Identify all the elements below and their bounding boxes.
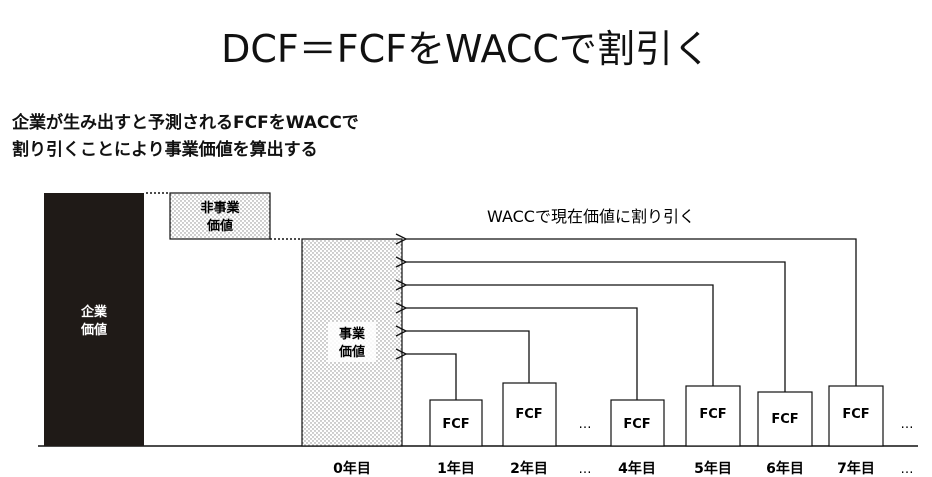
enterprise-value-label-2: 価値	[80, 322, 107, 338]
subtitle-line-2: 割り引くことにより事業価値を算出する	[12, 140, 318, 160]
discount-arrow-year-6	[406, 262, 786, 392]
fcf-ellipsis-middle: …	[579, 417, 592, 432]
non-business-value-label-2: 価値	[206, 218, 233, 234]
year-label-5: 5年目	[694, 460, 732, 477]
discount-arrow-year-1	[406, 354, 457, 400]
non-business-value-label-1: 非事業	[200, 200, 240, 216]
year-label-7: 7年目	[837, 460, 875, 477]
fcf-box-year-6: FCF	[757, 391, 813, 447]
fcf-label-year-2: FCF	[515, 407, 542, 422]
discount-arrow-year-5	[406, 285, 714, 386]
fcf-box-year-1: FCF	[429, 399, 483, 447]
discount-arrow-year-7	[406, 239, 857, 386]
business-value-label-2: 価値	[338, 344, 365, 360]
year-label-2: 2年目	[510, 460, 548, 477]
non-business-value-box	[169, 192, 271, 240]
discount-label: WACCで現在価値に割り引く	[487, 207, 695, 226]
year-label-1: 1年目	[437, 460, 475, 477]
fcf-label-year-6: FCF	[771, 412, 798, 427]
subtitle-line-1: 企業が生み出すと予測されるFCFをWACCで	[12, 113, 359, 133]
page-title: DCF＝FCFをWACCで割引く	[221, 27, 711, 71]
year-label-6: 6年目	[766, 460, 804, 477]
subtitle: 企業が生み出すと予測されるFCFをWACCで 割り引くことにより事業価値を算出す…	[12, 110, 359, 164]
fcf-label-year-1: FCF	[442, 417, 469, 432]
fcf-box-year-7: FCF	[828, 385, 884, 447]
year-ellipsis-middle: …	[579, 462, 592, 477]
fcf-label-year-5: FCF	[699, 407, 726, 422]
year-label-4: 4年目	[618, 460, 656, 477]
fcf-ellipsis-end: …	[901, 417, 914, 432]
year-label-0: 0年目	[333, 460, 371, 477]
business-value-label-bg	[328, 322, 376, 362]
fcf-box-year-5: FCF	[685, 385, 741, 447]
discount-arrow-year-2	[406, 331, 530, 383]
fcf-box-year-2: FCF	[502, 382, 557, 447]
discount-arrow-year-4	[406, 308, 638, 400]
fcf-label-year-4: FCF	[623, 417, 650, 432]
fcf-box-year-4: FCF	[610, 399, 665, 447]
year-ellipsis-end: …	[901, 462, 914, 477]
business-value-label-1: 事業	[339, 326, 366, 342]
fcf-label-year-7: FCF	[842, 407, 869, 422]
enterprise-value-label-1: 企業	[80, 304, 108, 320]
enterprise-value-bar	[44, 193, 144, 446]
